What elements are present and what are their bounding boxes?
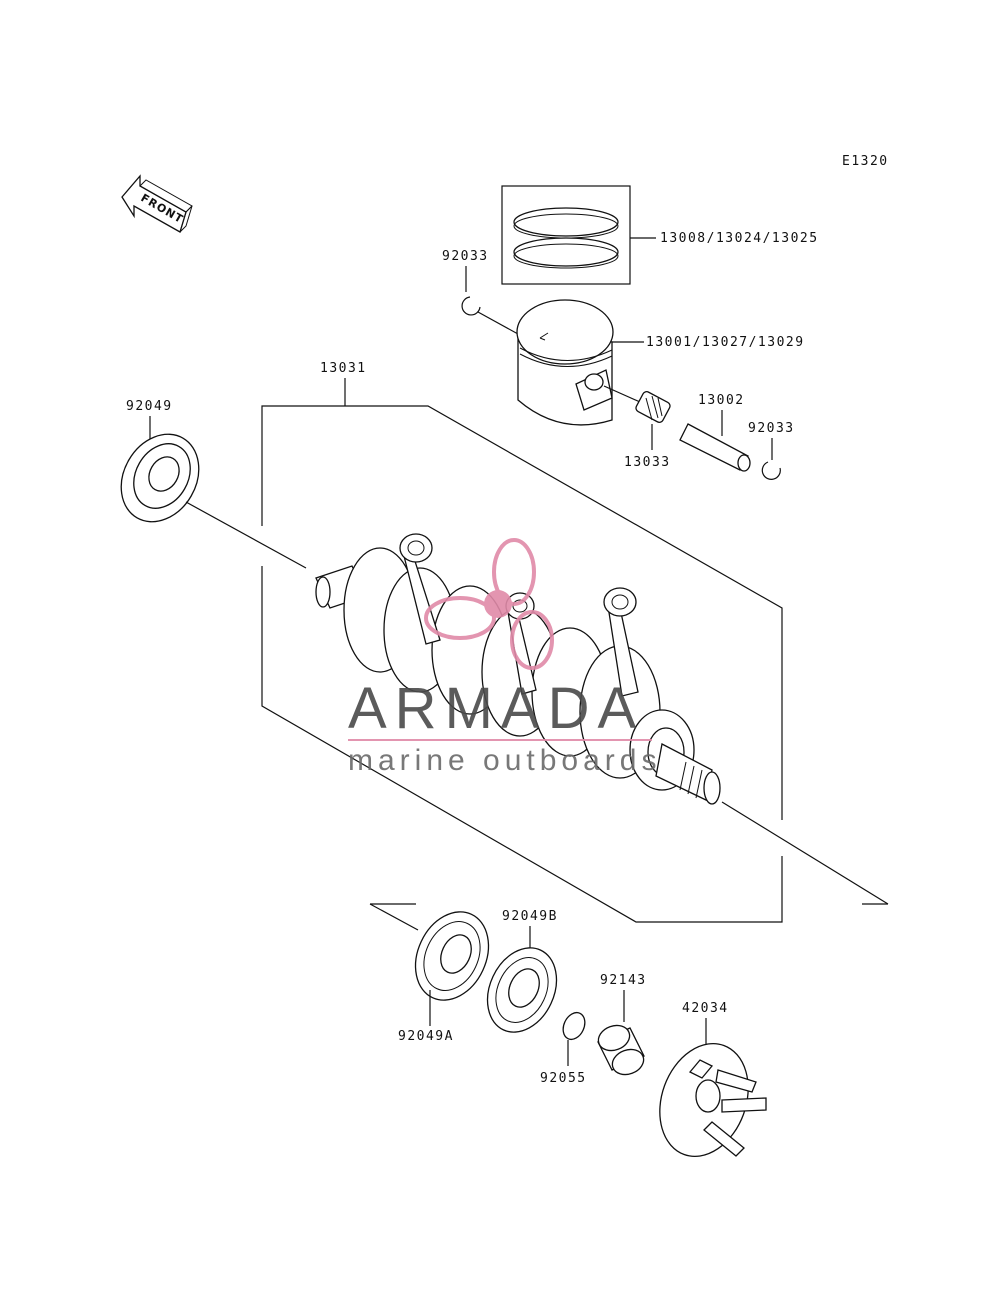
front-arrow-icon: FRONT: [121, 174, 193, 233]
propeller-logo-icon: [424, 538, 554, 670]
label-needle-bearing: 13033: [624, 455, 671, 470]
label-piston: 13001/13027/13029: [646, 335, 805, 350]
label-rings: 13008/13024/13025: [660, 231, 819, 246]
label-seal-a: 92049A: [398, 1029, 454, 1044]
label-collar: 92143: [600, 973, 647, 988]
circlip-top: 92033: [442, 249, 519, 335]
oil-seal-a: 92049A: [369, 903, 490, 1044]
oil-seal-left: 92049: [120, 399, 307, 569]
label-coupling: 42034: [682, 1001, 729, 1016]
label-oring: 92055: [540, 1071, 587, 1086]
label-pin: 13002: [698, 393, 745, 408]
label-circlip-right: 92033: [748, 421, 795, 436]
circlip-right: 92033: [748, 421, 795, 480]
armada-watermark: ARMADA marine outboards: [348, 538, 661, 777]
needle-bearing: 13033: [603, 385, 671, 470]
label-seal-left: 92049: [126, 399, 173, 414]
diagram-code: E1320: [842, 154, 889, 169]
piston: 13001/13027/13029: [516, 299, 805, 426]
watermark-title: ARMADA: [348, 676, 644, 741]
label-seal-b: 92049B: [502, 909, 558, 924]
label-circlip-top: 92033: [442, 249, 489, 264]
piston-rings: 13008/13024/13025: [501, 185, 819, 285]
piston-pin: 13002: [679, 393, 751, 472]
watermark-subtitle: marine outboards: [348, 744, 661, 777]
crankshaft: [315, 533, 889, 905]
collar: 92143: [597, 973, 647, 1076]
o-ring: 92055: [540, 1011, 587, 1086]
coupling: 42034: [659, 1001, 767, 1158]
crankshaft-bracket: 13031: [261, 361, 783, 923]
label-crankshaft: 13031: [320, 361, 367, 376]
oil-seal-b: 92049B: [486, 909, 558, 1033]
